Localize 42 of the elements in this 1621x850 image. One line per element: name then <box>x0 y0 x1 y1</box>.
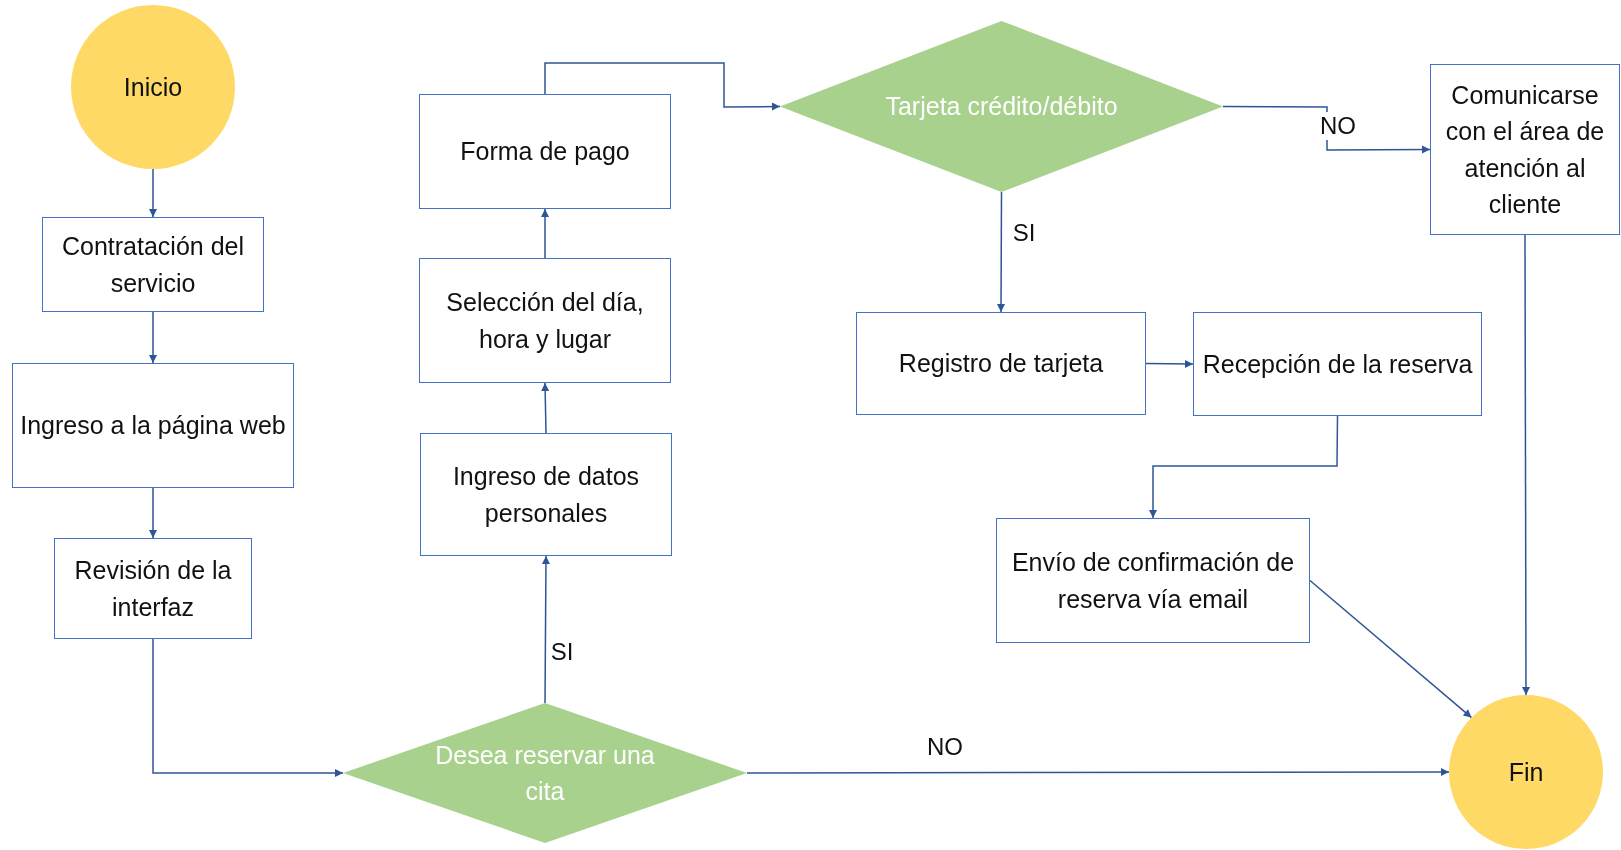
arrow <box>152 638 344 777</box>
process-box <box>419 258 671 383</box>
arrow <box>1222 105 1431 154</box>
arrow <box>541 555 550 704</box>
arrow <box>1522 234 1530 696</box>
process-box <box>1430 64 1620 235</box>
arrow <box>541 382 550 434</box>
arrow <box>149 487 157 539</box>
node-text: Ingreso de datos personales <box>451 461 641 529</box>
process-box <box>1193 312 1482 416</box>
arrow <box>149 168 157 218</box>
node-text: Fin <box>1507 756 1545 788</box>
arrow <box>541 208 549 259</box>
node-text: Forma de pago <box>459 136 631 168</box>
process-box <box>419 94 671 209</box>
process-box <box>996 518 1310 643</box>
process-box <box>856 312 1146 415</box>
node-text: Selección del día, hora y lugar <box>445 287 645 355</box>
arrow <box>544 62 781 111</box>
node-text: Contratación del servicio <box>60 231 246 299</box>
arrow <box>1149 415 1339 519</box>
arrow <box>997 191 1006 313</box>
node-text: Registro de tarjeta <box>897 348 1105 380</box>
node-text: Ingreso a la página web <box>19 410 287 442</box>
edge-label: NO <box>1318 112 1358 140</box>
decision-diamond <box>780 21 1223 192</box>
arrow <box>746 768 1450 776</box>
arrow <box>1145 359 1194 368</box>
arrow <box>149 311 157 364</box>
node-text: Recepción de la reserva <box>1201 348 1474 380</box>
node-text: Comunicarse con el área de atención al cliente <box>1444 80 1606 220</box>
decision-diamond <box>343 703 747 843</box>
node-text: Tarjeta crédito/débito <box>884 91 1119 123</box>
node-text: Inicio <box>122 71 184 103</box>
process-box <box>12 363 294 488</box>
process-box <box>54 538 252 639</box>
node-text: Desea reservar una cita <box>434 739 656 807</box>
node-text: Envío de confirmación de reserva vía email <box>1010 547 1296 615</box>
node-text: Revisión de la interfaz <box>73 555 233 623</box>
arrow <box>1309 579 1473 719</box>
process-box <box>420 433 672 556</box>
process-box <box>42 217 264 312</box>
